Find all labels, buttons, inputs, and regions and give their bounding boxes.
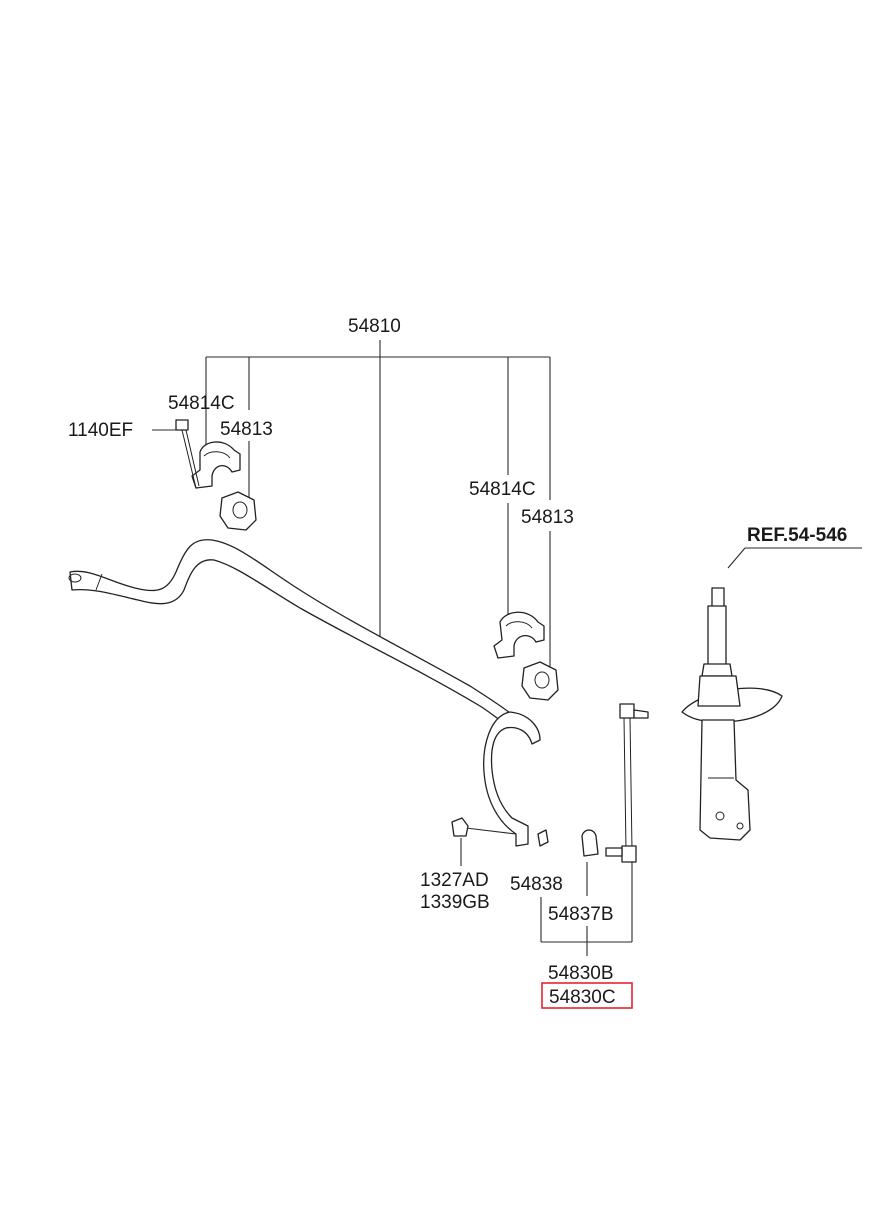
label-link-c[interactable]: 54830C — [549, 987, 616, 1008]
strut-part — [681, 587, 783, 841]
link-boot-part — [581, 829, 599, 857]
stabilizer-link-part — [605, 703, 649, 863]
label-bolt[interactable]: 1140EF — [68, 420, 133, 441]
bushing-right-part — [493, 611, 545, 659]
bushing-left-part — [191, 441, 241, 489]
label-nut-2[interactable]: 1339GB — [420, 892, 490, 913]
washer-part — [537, 829, 549, 847]
nut-part — [451, 817, 469, 837]
label-ref[interactable]: REF.54-546 — [747, 525, 847, 546]
highlight-box — [541, 982, 633, 1009]
label-link-boot[interactable]: 54837B — [548, 904, 614, 925]
label-link-b[interactable]: 54830B — [548, 963, 614, 984]
label-washer[interactable]: 54838 — [510, 874, 563, 895]
bracket-right-part — [521, 661, 559, 701]
bolt-part — [175, 419, 200, 489]
label-assembly[interactable]: 54810 — [348, 316, 401, 337]
label-nut-1[interactable]: 1327AD — [420, 870, 489, 891]
stabilizer-bar — [68, 539, 541, 847]
part-labels: 54810 54814C 54813 1140EF 54814C 54813 R… — [68, 316, 847, 1009]
label-bushing-left[interactable]: 54814C — [168, 393, 235, 414]
label-bracket-left[interactable]: 54813 — [220, 419, 273, 440]
label-bushing-right[interactable]: 54814C — [469, 479, 536, 500]
bracket-left-part — [219, 491, 257, 531]
label-bracket-right[interactable]: 54813 — [521, 507, 574, 528]
leader-lines — [152, 340, 862, 956]
